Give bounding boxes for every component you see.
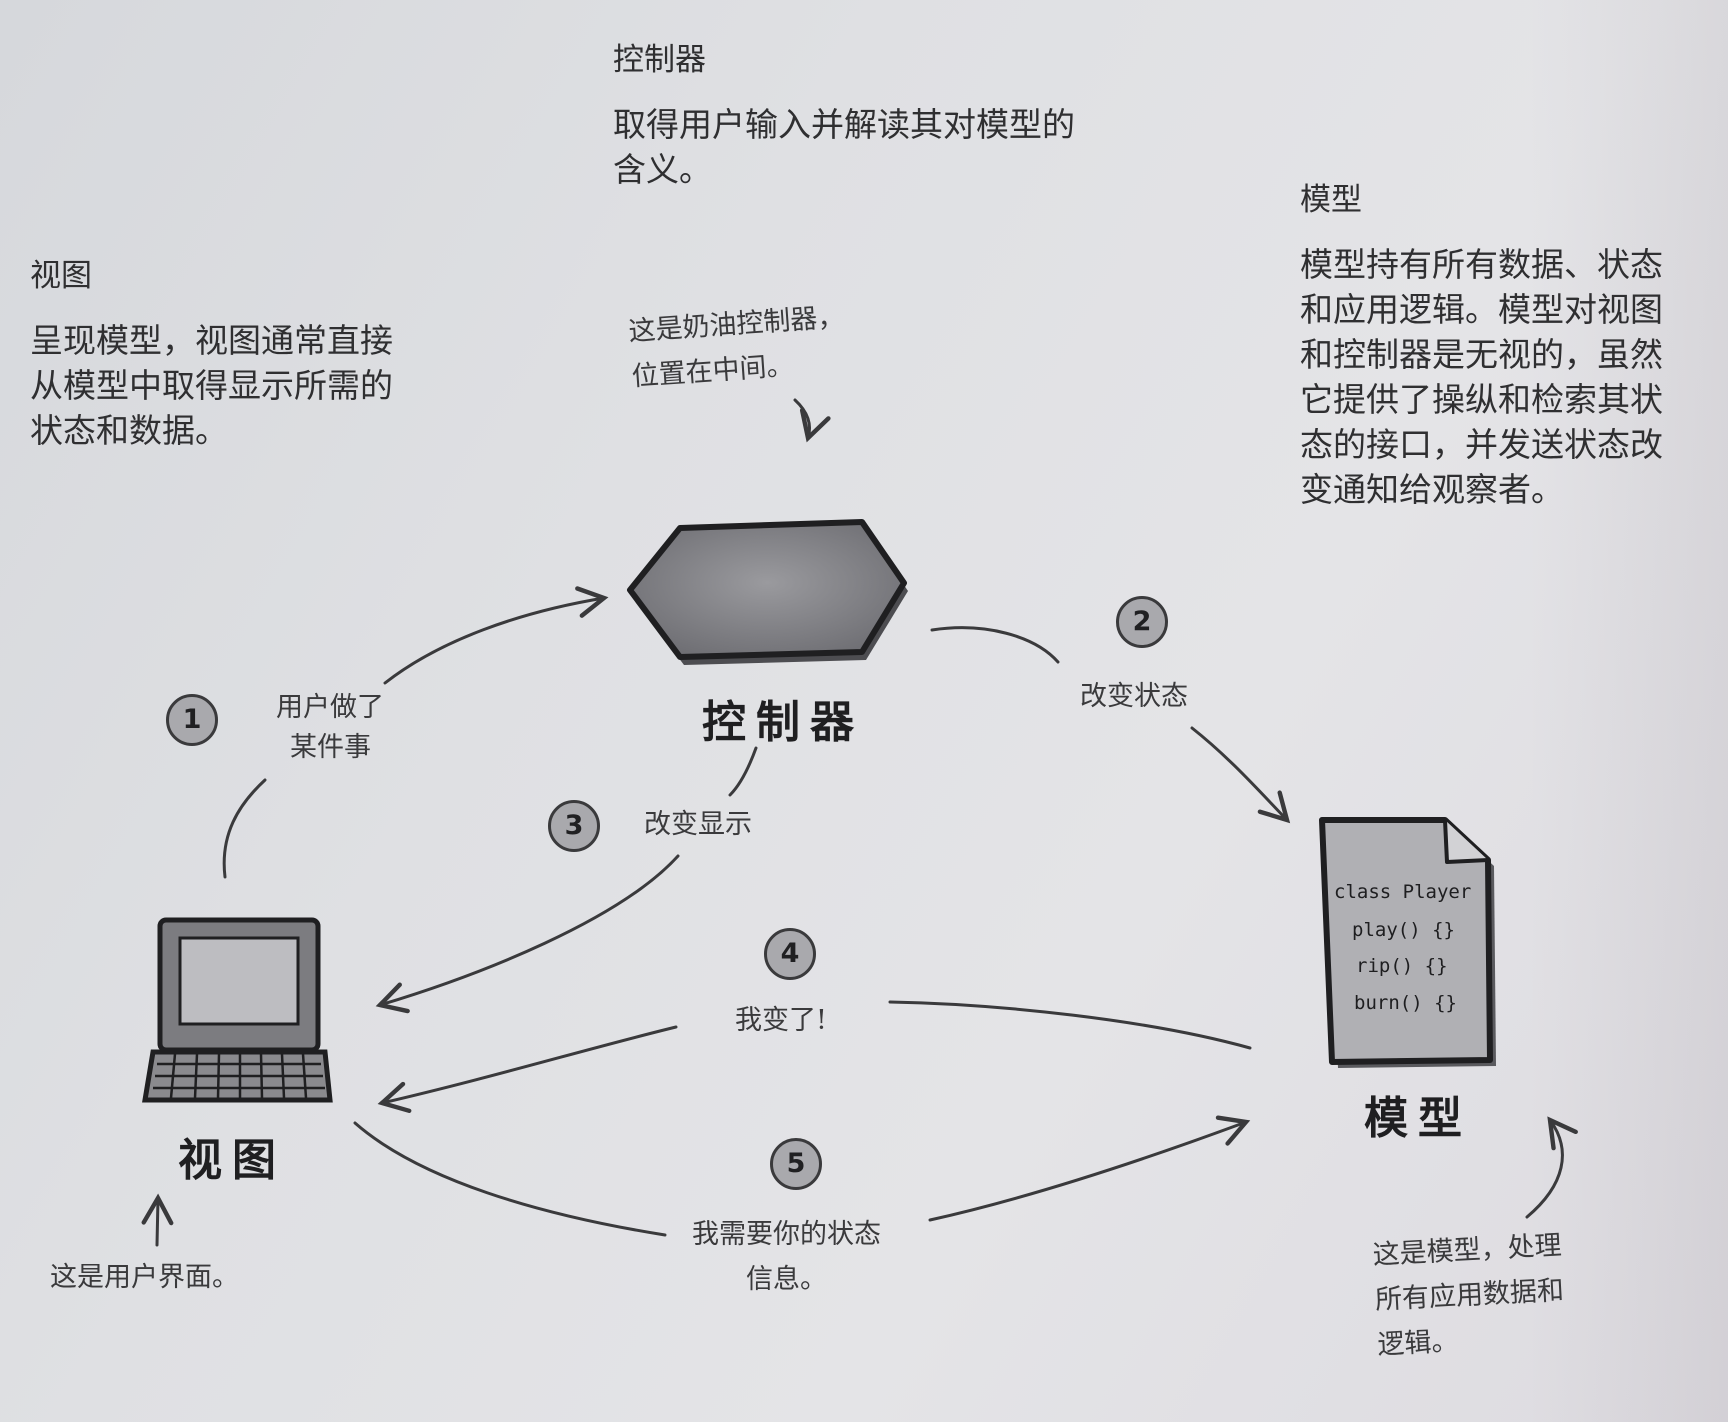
model-body-line: 模型持有所有数据、状态 bbox=[1300, 245, 1663, 284]
model-body-line: 态的接口，并发送状态改 bbox=[1300, 425, 1663, 464]
model-heading: 模型 bbox=[1300, 182, 1362, 218]
step-3-badge: 3 bbox=[548, 800, 600, 852]
step-5-badge: 5 bbox=[770, 1138, 822, 1190]
view-note: 这是用户界面。 bbox=[50, 1255, 239, 1300]
view-body-line: 从模型中取得显示所需的 bbox=[30, 366, 393, 405]
step-2-badge: 2 bbox=[1116, 596, 1168, 648]
controller-body-line: 含义。 bbox=[613, 150, 712, 189]
view-body-line: 呈现模型，视图通常直接 bbox=[30, 321, 393, 360]
model-body-line: 和控制器是无视的，虽然 bbox=[1300, 335, 1663, 374]
controller-note: 这是奶油控制器， 位置在中间。 bbox=[627, 295, 849, 400]
controller-hexagon-icon bbox=[627, 519, 908, 665]
view-note-line: 这是用户界面。 bbox=[50, 1262, 239, 1293]
arrow-controller-to-model bbox=[930, 626, 1060, 664]
model-note: 这是模型，处理 所有应用数据和 逻辑。 bbox=[1372, 1223, 1568, 1368]
model-label: 模型 bbox=[1364, 1093, 1472, 1144]
step-4-label: 我变了! bbox=[735, 1005, 827, 1036]
step-5-label: 我需要你的状态 信息。 bbox=[692, 1212, 881, 1302]
step-1-label-line: 某件事 bbox=[290, 732, 371, 763]
view-description: 视图 呈现模型，视图通常直接 从模型中取得显示所需的 状态和数据。 bbox=[30, 256, 393, 453]
step-5-label-line: 我需要你的状态 bbox=[692, 1219, 881, 1250]
model-body-line: 它提供了操纵和检索其状 bbox=[1300, 380, 1663, 419]
arrow-view-to-model-tail bbox=[353, 1121, 667, 1237]
step-1-badge: 1 bbox=[166, 694, 218, 746]
note-pointer-view bbox=[141, 1193, 174, 1247]
step-5-label-line: 信息。 bbox=[746, 1264, 827, 1295]
arrow-view-to-controller-tail bbox=[222, 778, 267, 879]
model-code-method: play() {} bbox=[1352, 919, 1455, 941]
arrow-controller-to-view-tail bbox=[728, 746, 758, 797]
step-2-label: 改变状态 bbox=[1080, 681, 1188, 712]
model-code-class: class Player bbox=[1334, 881, 1471, 903]
note-pointer-model bbox=[1525, 1116, 1578, 1219]
model-description: 模型 模型持有所有数据、状态 和应用逻辑。模型对视图 和控制器是无视的，虽然 它… bbox=[1300, 180, 1663, 512]
controller-heading: 控制器 bbox=[613, 42, 706, 78]
laptop-view-icon bbox=[142, 917, 333, 1103]
step-3-label: 改变显示 bbox=[644, 809, 752, 840]
view-body: 呈现模型，视图通常直接 从模型中取得显示所需的 状态和数据。 bbox=[30, 318, 393, 453]
step-1-label-line: 用户做了 bbox=[276, 692, 384, 723]
arrow-view-to-controller bbox=[383, 586, 609, 685]
controller-label: 控制器 bbox=[702, 697, 864, 748]
page-shadow bbox=[1528, 0, 1728, 1422]
controller-body-line: 取得用户输入并解读其对模型的 bbox=[613, 105, 1075, 144]
model-code-method: rip() {} bbox=[1356, 955, 1448, 977]
step-1-label: 用户做了 某件事 bbox=[276, 688, 384, 768]
controller-description: 控制器 取得用户输入并解读其对模型的 含义。 bbox=[613, 40, 1075, 192]
controller-body: 取得用户输入并解读其对模型的 含义。 bbox=[613, 102, 1075, 192]
arrow-model-to-view-tail bbox=[888, 1000, 1252, 1050]
arrow-controller-to-model-head bbox=[1190, 726, 1291, 824]
view-label: 视图 bbox=[178, 1135, 286, 1186]
step-4-badge: 4 bbox=[764, 928, 816, 980]
view-heading: 视图 bbox=[30, 258, 92, 294]
arrow-controller-to-view bbox=[375, 854, 680, 1014]
arrow-view-to-model bbox=[928, 1115, 1251, 1222]
model-body-line: 和应用逻辑。模型对视图 bbox=[1300, 290, 1663, 329]
model-body: 模型持有所有数据、状态 和应用逻辑。模型对视图 和控制器是无视的，虽然 它提供了… bbox=[1300, 242, 1663, 512]
model-code-method: burn() {} bbox=[1354, 992, 1457, 1014]
note-pointer-controller bbox=[793, 398, 831, 443]
arrow-model-to-view bbox=[377, 1025, 678, 1114]
model-body-line: 变通知给观察者。 bbox=[1300, 470, 1564, 509]
model-document-icon: class Player play() {} rip() {} burn() {… bbox=[1319, 817, 1496, 1068]
view-body-line: 状态和数据。 bbox=[30, 411, 228, 450]
